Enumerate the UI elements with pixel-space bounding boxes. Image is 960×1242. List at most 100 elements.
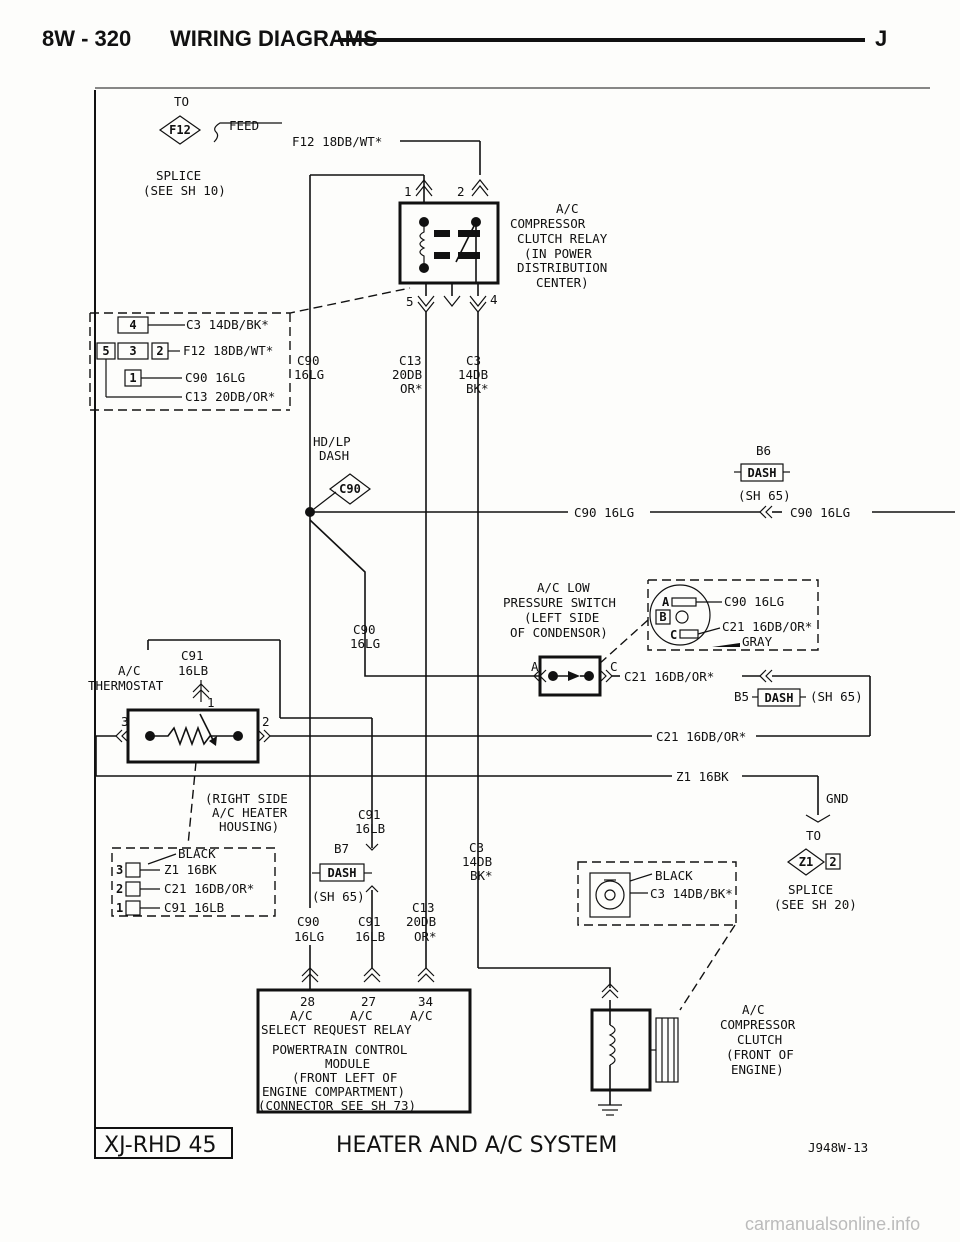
pcm-c13-c: OR*	[414, 929, 437, 944]
pcm-c90-a: C90	[297, 914, 320, 929]
pcm-pin-28: 28	[300, 994, 315, 1009]
lps-body	[538, 655, 602, 697]
b6-sheet-ref: (SH 65)	[738, 488, 791, 503]
pcm-c91-a: C91	[358, 914, 381, 929]
footer-title: HEATER AND A/C SYSTEM	[336, 1133, 617, 1158]
relay-name-5: DISTRIBUTION	[517, 260, 607, 275]
pcm-c13-a: C13	[412, 900, 435, 915]
c90-drop-a: C90	[353, 622, 376, 637]
feed-hook	[213, 122, 282, 143]
svg-text:2: 2	[116, 882, 123, 896]
compressor-clutch-relay: 1 2 A/C COMPRESSOR CLUTCH RELAY (IN POWE…	[398, 179, 608, 313]
pcm-name-4: ENGINE COMPARTMENT)	[262, 1084, 405, 1099]
therm-housing-1: (RIGHT SIDE	[205, 791, 288, 806]
lps-cav-b: B	[659, 610, 666, 624]
cavity-1: 1	[129, 371, 136, 385]
c90-splice-diamond	[329, 473, 371, 505]
c90-mid-wire: C90 16LG	[574, 505, 634, 520]
lps-name-4: OF CONDENSOR)	[510, 625, 608, 640]
pcm-c13-b: 20DB	[406, 914, 436, 929]
c90-label-a: C90	[297, 353, 320, 368]
thermostat-body	[126, 708, 260, 764]
svg-text:C91 16LB: C91 16LB	[164, 900, 224, 915]
lps-cav-a: A	[662, 595, 670, 609]
relay-name-4: (IN POWER	[524, 246, 592, 261]
page-number: 8W - 320	[42, 26, 131, 51]
svg-text:3: 3	[116, 863, 123, 877]
c3-label-a: C3	[466, 353, 481, 368]
pcm-pinlabel-2: A/C	[350, 1008, 373, 1023]
splice-to-label: TO	[174, 94, 189, 109]
lps-c90-wire: C90 16LG	[724, 594, 784, 609]
clutch-conn-wire: C3 14DB/BK*	[650, 886, 733, 901]
pcm-name-5: (CONNECTOR SEE SH 73)	[258, 1098, 416, 1113]
lps-name-3: (LEFT SIDE	[524, 610, 599, 625]
clutch-coil	[608, 1024, 616, 1066]
cav2-wire: F12 18DB/WT*	[183, 343, 273, 358]
lps-pin-c: C	[610, 659, 618, 674]
therm-name-2: THERMOSTAT	[88, 678, 164, 693]
gnd-label: GND	[826, 791, 849, 806]
cav4-wire: C3 14DB/BK*	[186, 317, 269, 332]
therm-conn-color: BLACK	[178, 846, 216, 861]
splice-diamond	[158, 115, 202, 145]
relay-pin-5: 5	[406, 294, 414, 309]
b6-pin: B6	[756, 443, 771, 458]
lps-name-1: A/C LOW	[537, 580, 590, 595]
relay-switch	[455, 221, 477, 263]
therm-housing-2: A/C HEATER	[212, 805, 288, 820]
svg-text:1: 1	[116, 901, 123, 915]
relay-pin-1: 1	[404, 184, 412, 199]
c3-drop-c: BK*	[470, 868, 493, 883]
therm-c91-b: 16LB	[178, 663, 208, 678]
header-section: J	[875, 26, 887, 51]
therm-housing-3: HOUSING)	[219, 819, 279, 834]
b5-dash: DASH	[765, 691, 794, 705]
z1-wire: Z1 16BK	[676, 769, 729, 784]
c91-b7-b: 16LB	[355, 821, 385, 836]
pcm-c91-b: 16LB	[355, 929, 385, 944]
relay-name-2: COMPRESSOR	[510, 216, 586, 231]
gnd-to: TO	[806, 828, 821, 843]
relay-name-6: CENTER)	[536, 275, 589, 290]
footer-box	[94, 1127, 233, 1159]
relay-name-1: A/C	[556, 201, 579, 216]
therm-cavity-1: 1 C91 16LB	[116, 900, 224, 916]
relay-coil	[419, 222, 426, 268]
ac-thermostat: C91 16LB A/C THERMOSTAT 1 3 2 C21 16DB/O…	[88, 639, 870, 917]
z1-splice-diamond	[786, 848, 826, 876]
thermostat-resistor	[150, 725, 238, 747]
cav1-wire: C90 16LG	[185, 370, 245, 385]
watermark: carmanualsonline.info	[745, 1214, 920, 1234]
compressor-clutch: A/C COMPRESSOR CLUTCH (FRONT OF ENGINE)	[590, 1000, 796, 1116]
lps-name-2: PRESSURE SWITCH	[503, 595, 616, 610]
footer-sheet-code: XJ-RHD 45	[104, 1133, 216, 1158]
lps-cav-c: C	[670, 628, 677, 642]
c13-label-c: OR*	[400, 381, 423, 396]
relay-name-3: CLUTCH RELAY	[517, 231, 608, 246]
clutch-name-3: CLUTCH	[737, 1032, 782, 1047]
lps-pin-a: A	[531, 659, 539, 674]
c90-splice-tag: C90	[339, 482, 361, 496]
lps-out-wire: C21 16DB/OR*	[624, 669, 714, 684]
pcm-pinlabel-3: A/C	[410, 1008, 433, 1023]
b5-pin: B5	[734, 689, 749, 704]
ground-circuit: Z1 16BK GND TO Z1 2 SPLICE (SEE SH 20)	[96, 769, 857, 912]
clutch-box	[590, 1008, 652, 1092]
lps-c21-wire: C21 16DB/OR*	[722, 619, 812, 634]
clutch-connector-view: BLACK C3 14DB/BK*	[577, 861, 737, 1011]
hdlp-label: HD/LP	[313, 434, 351, 449]
therm-name-1: A/C	[118, 663, 141, 678]
f12-wire-label: F12 18DB/WT*	[292, 134, 382, 149]
pcm-name-3: (FRONT LEFT OF	[292, 1070, 397, 1085]
clutch-name-5: ENGINE)	[731, 1062, 784, 1077]
c3-drop-b: 14DB	[462, 854, 492, 869]
z1-splice-tag: Z1	[799, 855, 813, 869]
cavity-4: 4	[129, 318, 136, 332]
b7-pin: B7	[334, 841, 349, 856]
svg-text:C21 16DB/OR*: C21 16DB/OR*	[164, 881, 254, 896]
clutch-conn-color: BLACK	[655, 868, 693, 883]
b6-dash: DASH	[748, 466, 777, 480]
cavity-2: 2	[156, 344, 163, 358]
